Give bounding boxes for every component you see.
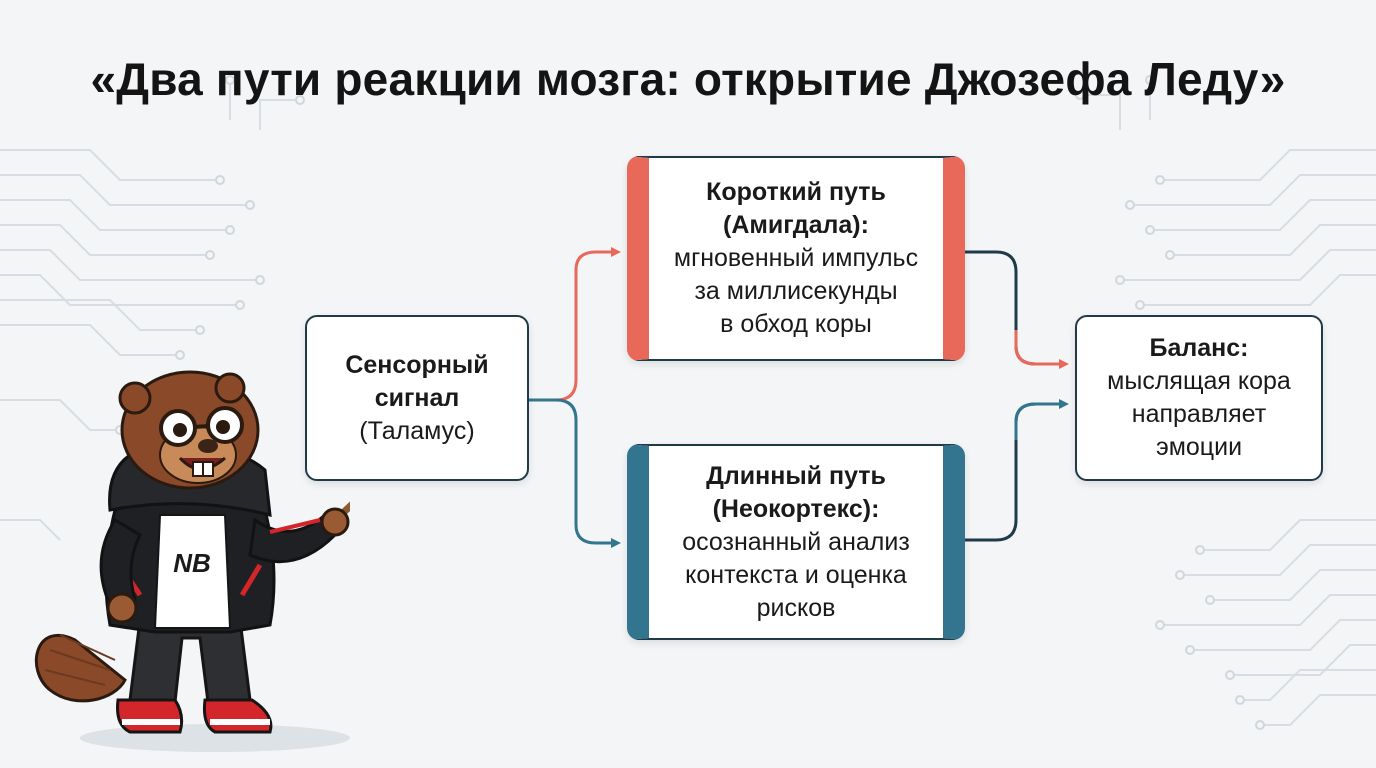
node-heading: сигнал [374,383,460,412]
page-title: «Два пути реакции мозга: открытие Джозеф… [90,53,1286,105]
shirt-logo: NB [173,548,211,578]
node-text: рисков [756,593,836,622]
node-sensor-signal: Сенсорный сигнал (Таламус) [305,315,529,481]
node-heading: Короткий путь [706,178,886,206]
node-text: контекста и оценка [685,560,907,589]
node-text: за миллисекунды [694,277,898,305]
node-text: в обход коры [720,310,872,338]
node-heading: (Амигдала): [723,211,869,239]
node-balance: Баланс: мыслящая кора направляет эмоции [1075,315,1323,481]
node-short-path: Короткий путь (Амигдала): мгновенный имп… [627,156,965,361]
node-text: направляет [1131,400,1267,428]
node-text: осознанный анализ [682,527,910,556]
node-heading: (Неокортекс): [712,494,880,523]
node-text: эмоции [1155,433,1243,461]
node-text: мгновенный импульс [673,244,919,272]
node-heading: Баланс: [1149,334,1249,362]
beaver-mascot-illustration: NB [34,370,350,752]
node-heading: Длинный путь [706,461,886,490]
node-heading: Сенсорный [345,350,489,379]
node-text: мыслящая кора [1107,367,1291,395]
node-long-path: Длинный путь (Неокортекс): осознанный ан… [627,444,965,640]
node-text: (Таламус) [359,416,475,445]
